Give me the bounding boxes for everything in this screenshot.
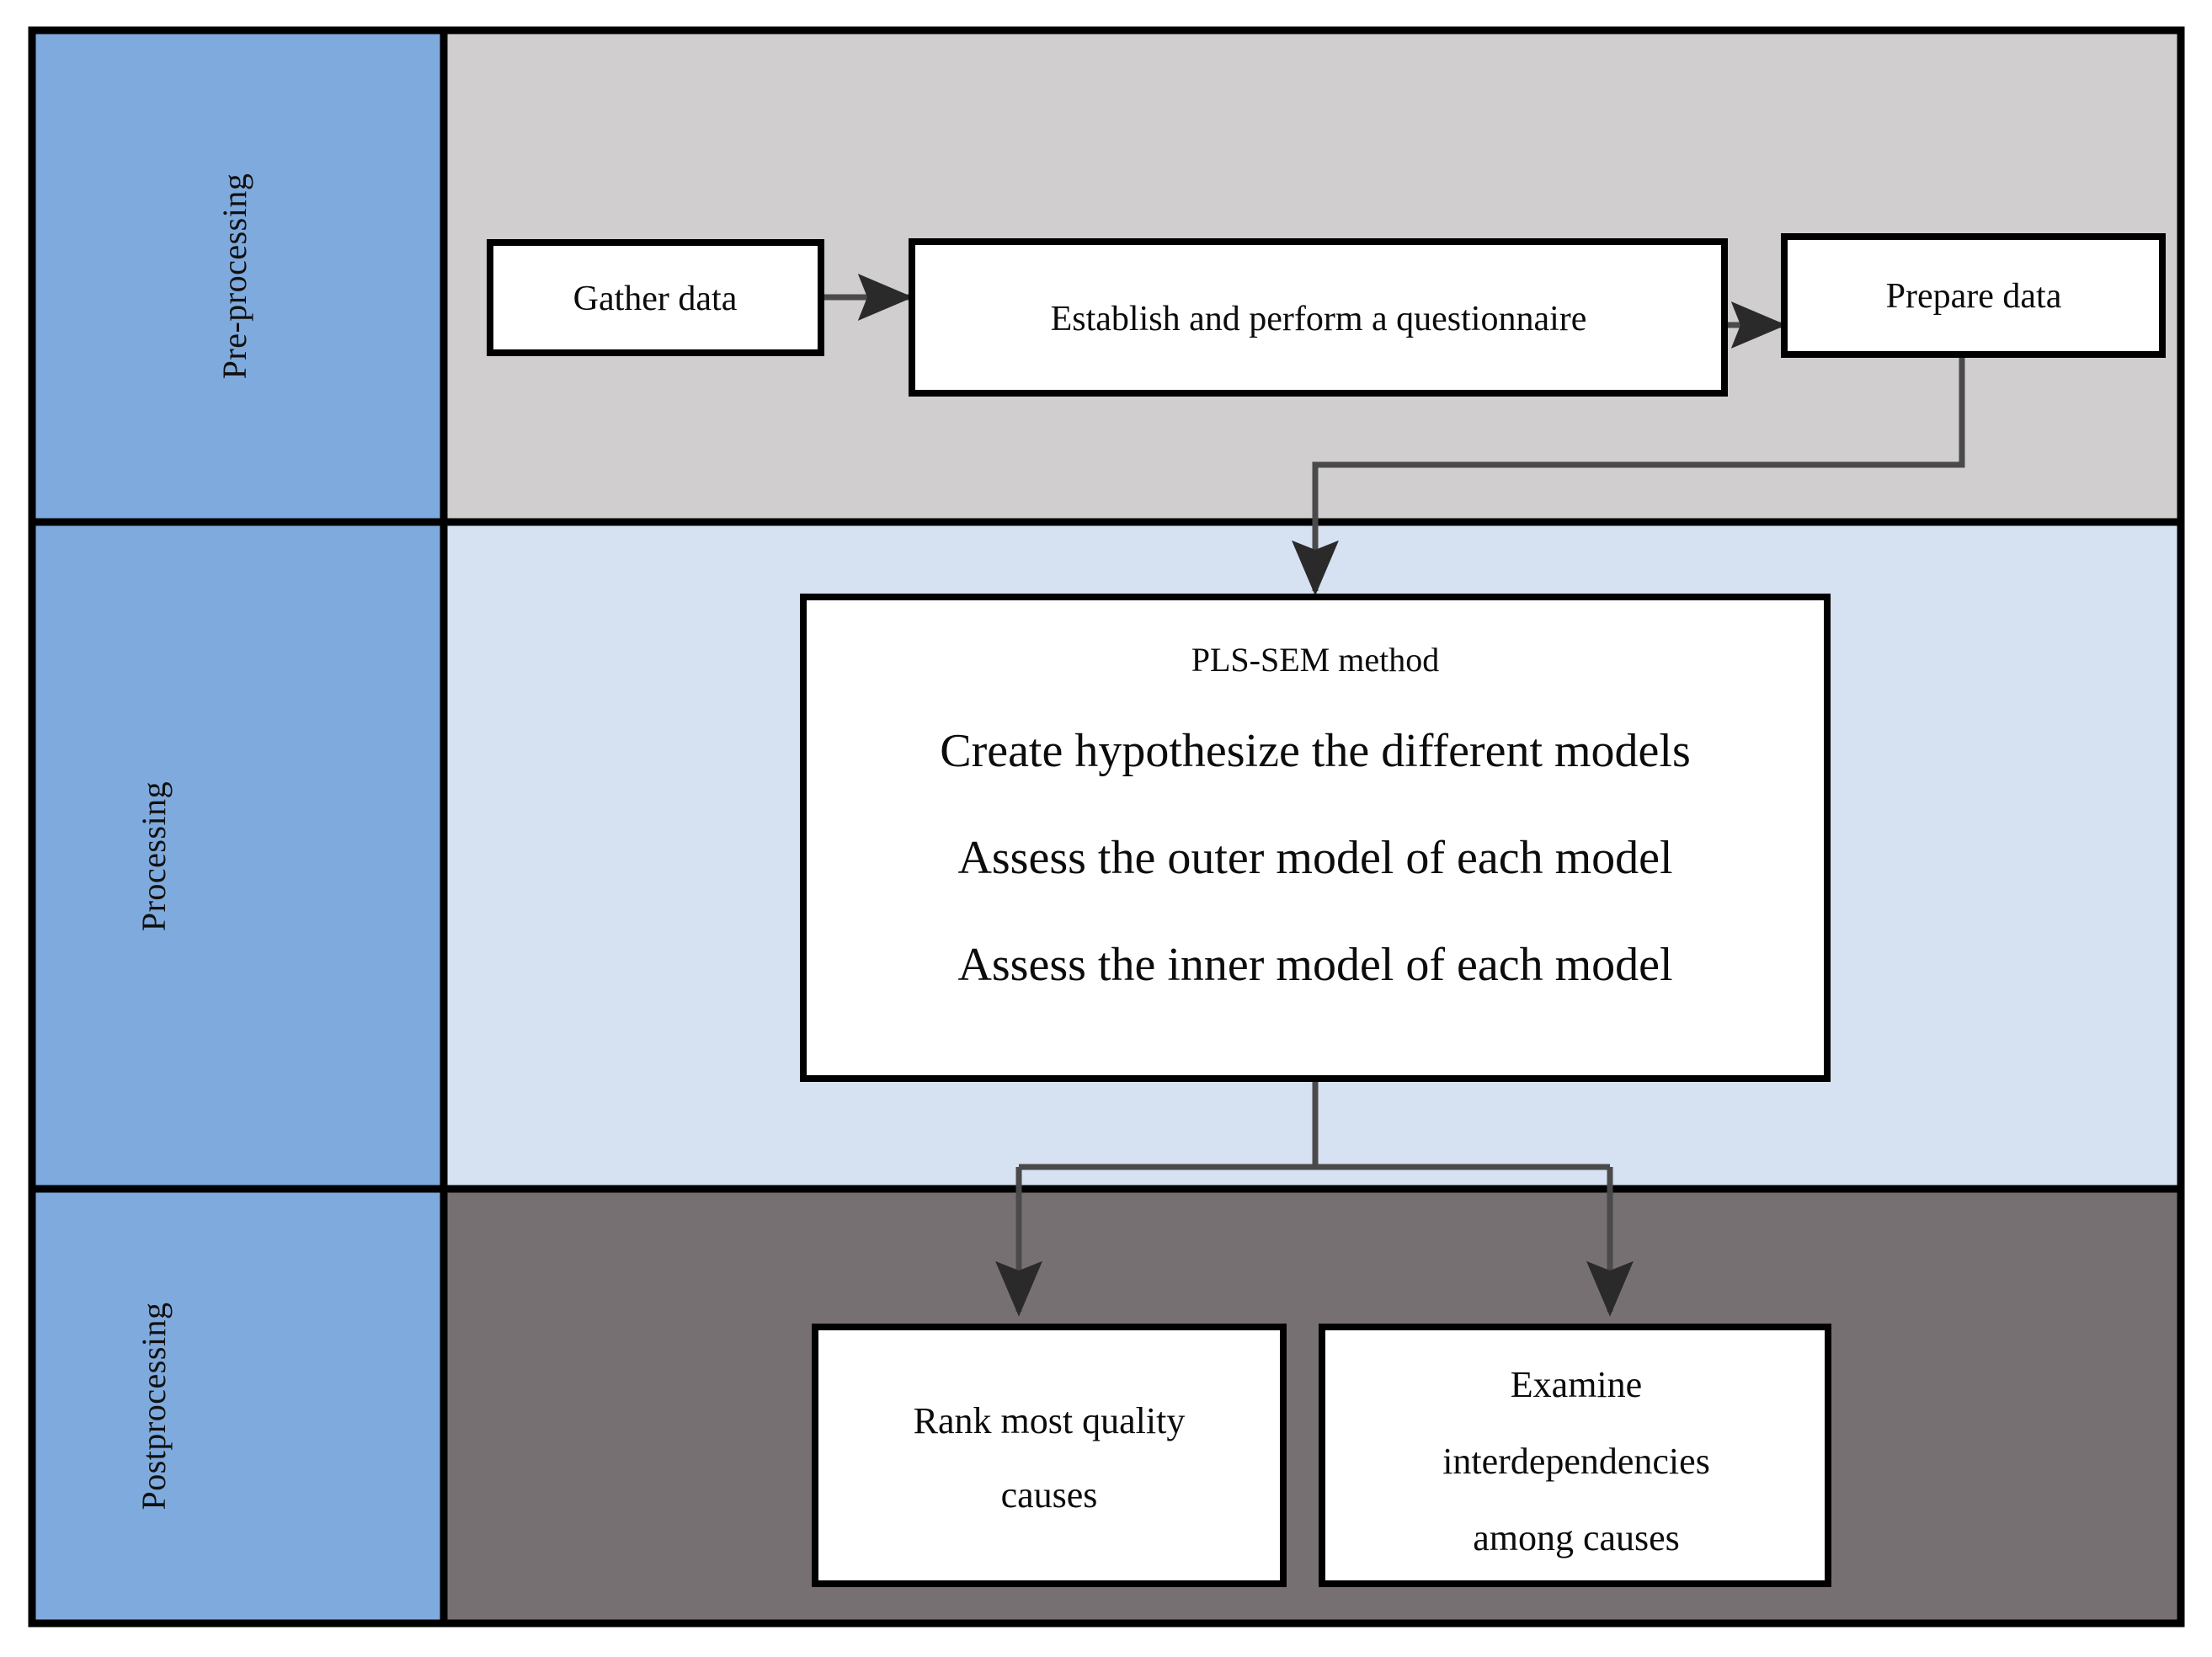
lane-postprocessing <box>32 1189 444 1623</box>
node-rank-causes[interactable]: Rank most quality causes <box>812 1324 1287 1587</box>
node-prepare-data-label: Prepare data <box>1886 277 2062 316</box>
node-pls-sem-box <box>800 594 1831 1082</box>
lane-processing <box>32 522 444 1189</box>
node-examine-interdependencies-box <box>1319 1324 1831 1587</box>
node-rank-causes-box <box>812 1324 1287 1587</box>
node-pls-sem-step-3: Assess the inner model of each model <box>957 939 1672 991</box>
node-gather-data-label: Gather data <box>573 280 738 318</box>
node-gather-data-box <box>487 239 824 356</box>
lane-preprocessing <box>32 30 444 522</box>
figure-frame <box>28 26 2185 1628</box>
node-questionnaire-box <box>909 238 1728 397</box>
node-examine-interdependencies[interactable]: Examine interdependencies among causes <box>1319 1324 1831 1587</box>
node-pls-sem-title: PLS-SEM method <box>1191 641 1439 679</box>
node-gather-data[interactable]: Gather data <box>487 239 824 356</box>
lane-label-postprocessing: Postprocessing <box>135 1303 173 1510</box>
node-prepare-data[interactable]: Prepare data <box>1781 233 2166 358</box>
node-rank-causes-line-1: Rank most quality <box>914 1400 1186 1441</box>
node-prepare-data-box <box>1781 233 2166 358</box>
node-pls-sem-step-2: Assess the outer model of each model <box>957 832 1672 884</box>
content-postprocessing <box>444 1189 2181 1623</box>
node-pls-sem-step-1: Create hypothesize the different models <box>940 725 1691 777</box>
lane-label-processing: Processing <box>135 781 173 931</box>
lane-label-preprocessing: Pre-processing <box>216 173 253 380</box>
node-questionnaire[interactable]: Establish and perform a questionnaire <box>909 238 1728 397</box>
edge-prepare-to-plssem <box>1292 354 1965 596</box>
node-examine-line-3: among causes <box>1473 1517 1680 1558</box>
node-rank-causes-line-2: causes <box>1001 1474 1098 1516</box>
node-questionnaire-label: Establish and perform a questionnaire <box>1051 300 1587 338</box>
node-pls-sem[interactable]: PLS-SEM method Create hypothesize the di… <box>800 594 1831 1082</box>
node-examine-line-1: Examine <box>1511 1364 1642 1405</box>
node-examine-line-2: interdependencies <box>1442 1441 1710 1482</box>
